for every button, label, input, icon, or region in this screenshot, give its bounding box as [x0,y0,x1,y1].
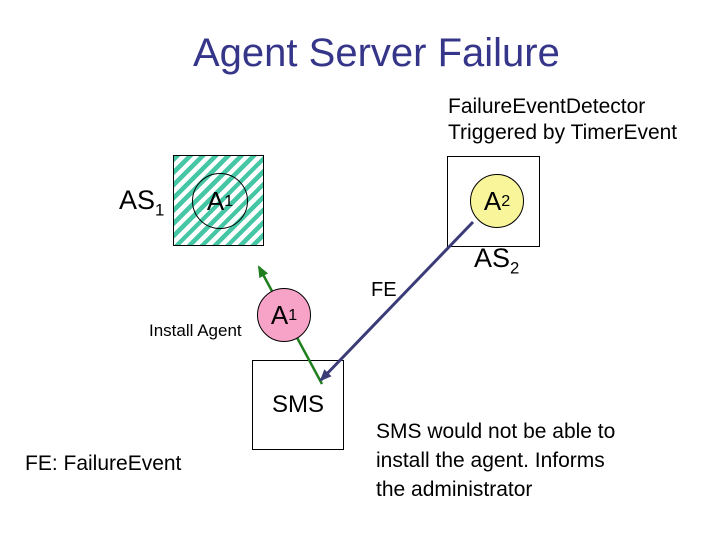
sms-label: SMS [271,391,324,418]
page-title: Agent Server Failure [193,31,560,75]
label-as2: AS2 [474,243,520,278]
agent-a2-label: A [483,185,502,216]
note-failure-event-detector: FailureEventDetector Triggered by TimerE… [448,95,678,144]
label-install-agent: Install Agent [149,321,242,340]
label-as1: AS1 [119,185,165,220]
label-as2-subscript: 2 [510,258,520,278]
label-as1-text: AS [119,185,156,215]
agent-a1-label: A [206,185,225,216]
label-fe: FE [371,279,397,301]
agent-a1-transfer-label: A [270,299,289,330]
note-sms-unable: SMS would not be able to install the age… [376,420,616,501]
label-as2-text: AS [474,243,511,273]
legend-fe-failure-event: FE: FailureEvent [25,452,182,475]
sms-box: SMS [252,360,344,450]
label-as1-subscript: 1 [155,200,165,220]
